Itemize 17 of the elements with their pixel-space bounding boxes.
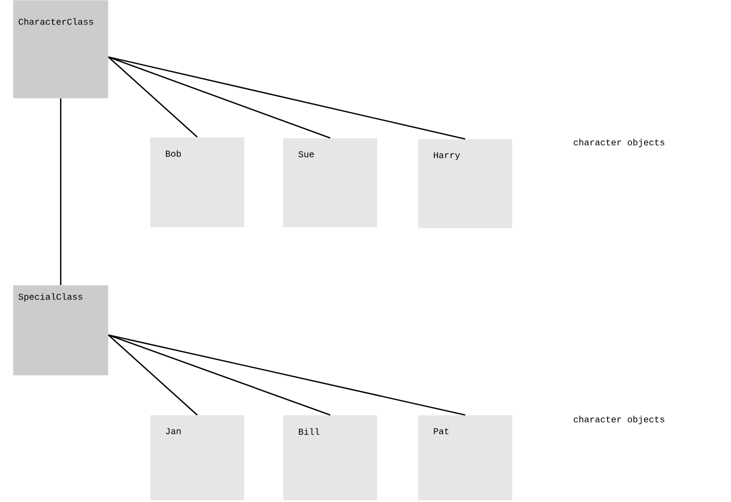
connector-line xyxy=(108,334,198,416)
connector-line xyxy=(108,56,330,139)
connector-line xyxy=(108,56,466,140)
side-label: character objects xyxy=(574,138,664,148)
connector-line xyxy=(108,56,198,138)
object-box: Pat xyxy=(418,415,512,500)
connector-line xyxy=(60,98,62,285)
class-box: SpecialClass xyxy=(13,285,108,376)
connector-line xyxy=(108,334,466,416)
side-label: character objects xyxy=(574,416,664,424)
object-box: Jan xyxy=(150,415,244,500)
object-box: Bob xyxy=(150,137,244,228)
connector-line xyxy=(108,334,330,416)
object-box: Harry xyxy=(418,139,512,228)
object-box: Sue xyxy=(283,138,378,228)
object-box: Bill xyxy=(283,415,378,500)
class-box: CharacterClass xyxy=(13,0,108,98)
